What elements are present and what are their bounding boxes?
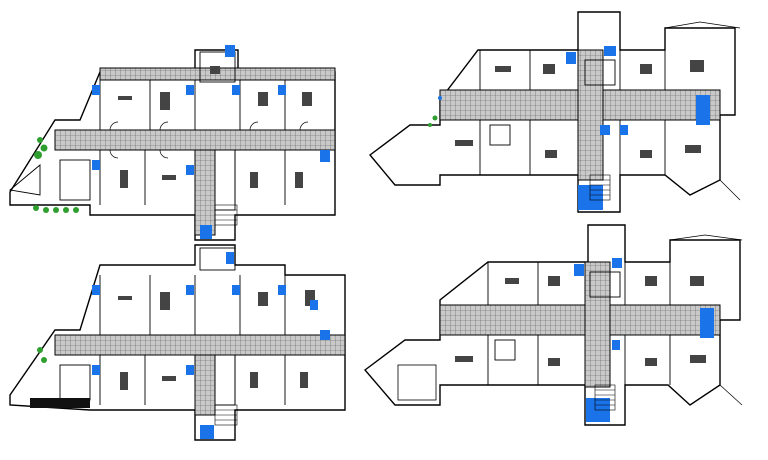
stair — [214, 204, 238, 226]
plan-bottom-left — [9, 244, 346, 441]
furniture — [455, 60, 704, 158]
furniture — [455, 276, 706, 366]
stair — [589, 174, 611, 201]
landscape-lines — [669, 234, 743, 406]
landscaping — [428, 115, 438, 127]
wet-areas — [92, 45, 330, 239]
entrance-triangle — [8, 164, 41, 196]
stair — [214, 404, 238, 426]
corridor-vertical — [194, 354, 216, 416]
corridor-vertical — [584, 261, 611, 388]
landscaping — [33, 137, 79, 213]
doors — [109, 121, 309, 159]
corridor-main — [54, 129, 336, 151]
stair — [594, 384, 616, 411]
furniture — [118, 290, 315, 390]
room-walls — [397, 262, 671, 401]
planter-strip — [30, 398, 90, 408]
furniture — [118, 66, 312, 188]
corridor-main — [54, 334, 346, 356]
building-outline — [363, 224, 741, 426]
corridor-main — [439, 304, 721, 336]
landscape-lines — [664, 21, 741, 201]
wet-areas — [92, 252, 330, 439]
corridor-vertical — [194, 149, 216, 236]
plan-top-right — [368, 11, 741, 213]
corridor-vertical — [577, 49, 604, 181]
plan-top-left — [8, 45, 336, 241]
plan-bottom-right — [363, 224, 743, 426]
building-outline — [368, 11, 736, 213]
room-walls — [59, 51, 286, 211]
wet-areas — [438, 46, 710, 210]
landscaping — [37, 347, 47, 363]
